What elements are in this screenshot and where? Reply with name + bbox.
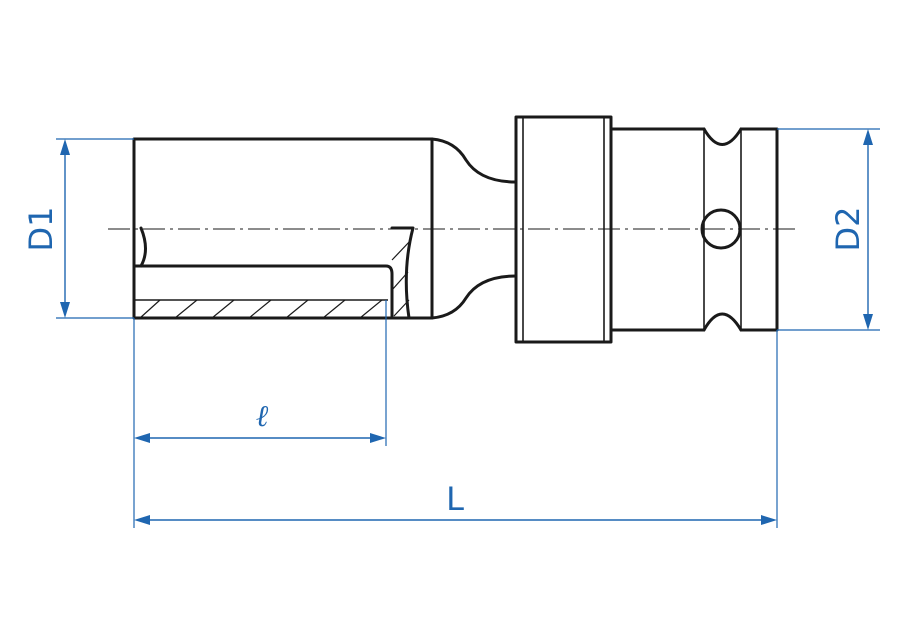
dimension-socket-depth: ℓ (133, 300, 387, 528)
d1-label: D1 (22, 207, 60, 252)
dimension-overall-length: L (134, 330, 778, 528)
section-hatching (134, 239, 412, 319)
dimension-d2: D2 (777, 128, 880, 331)
socket-depth-label: ℓ (256, 399, 269, 434)
overall-length-label: L (446, 480, 464, 518)
d2-label: D2 (829, 207, 867, 252)
dimension-d1: D1 (22, 138, 134, 319)
bore-section (132, 226, 415, 320)
